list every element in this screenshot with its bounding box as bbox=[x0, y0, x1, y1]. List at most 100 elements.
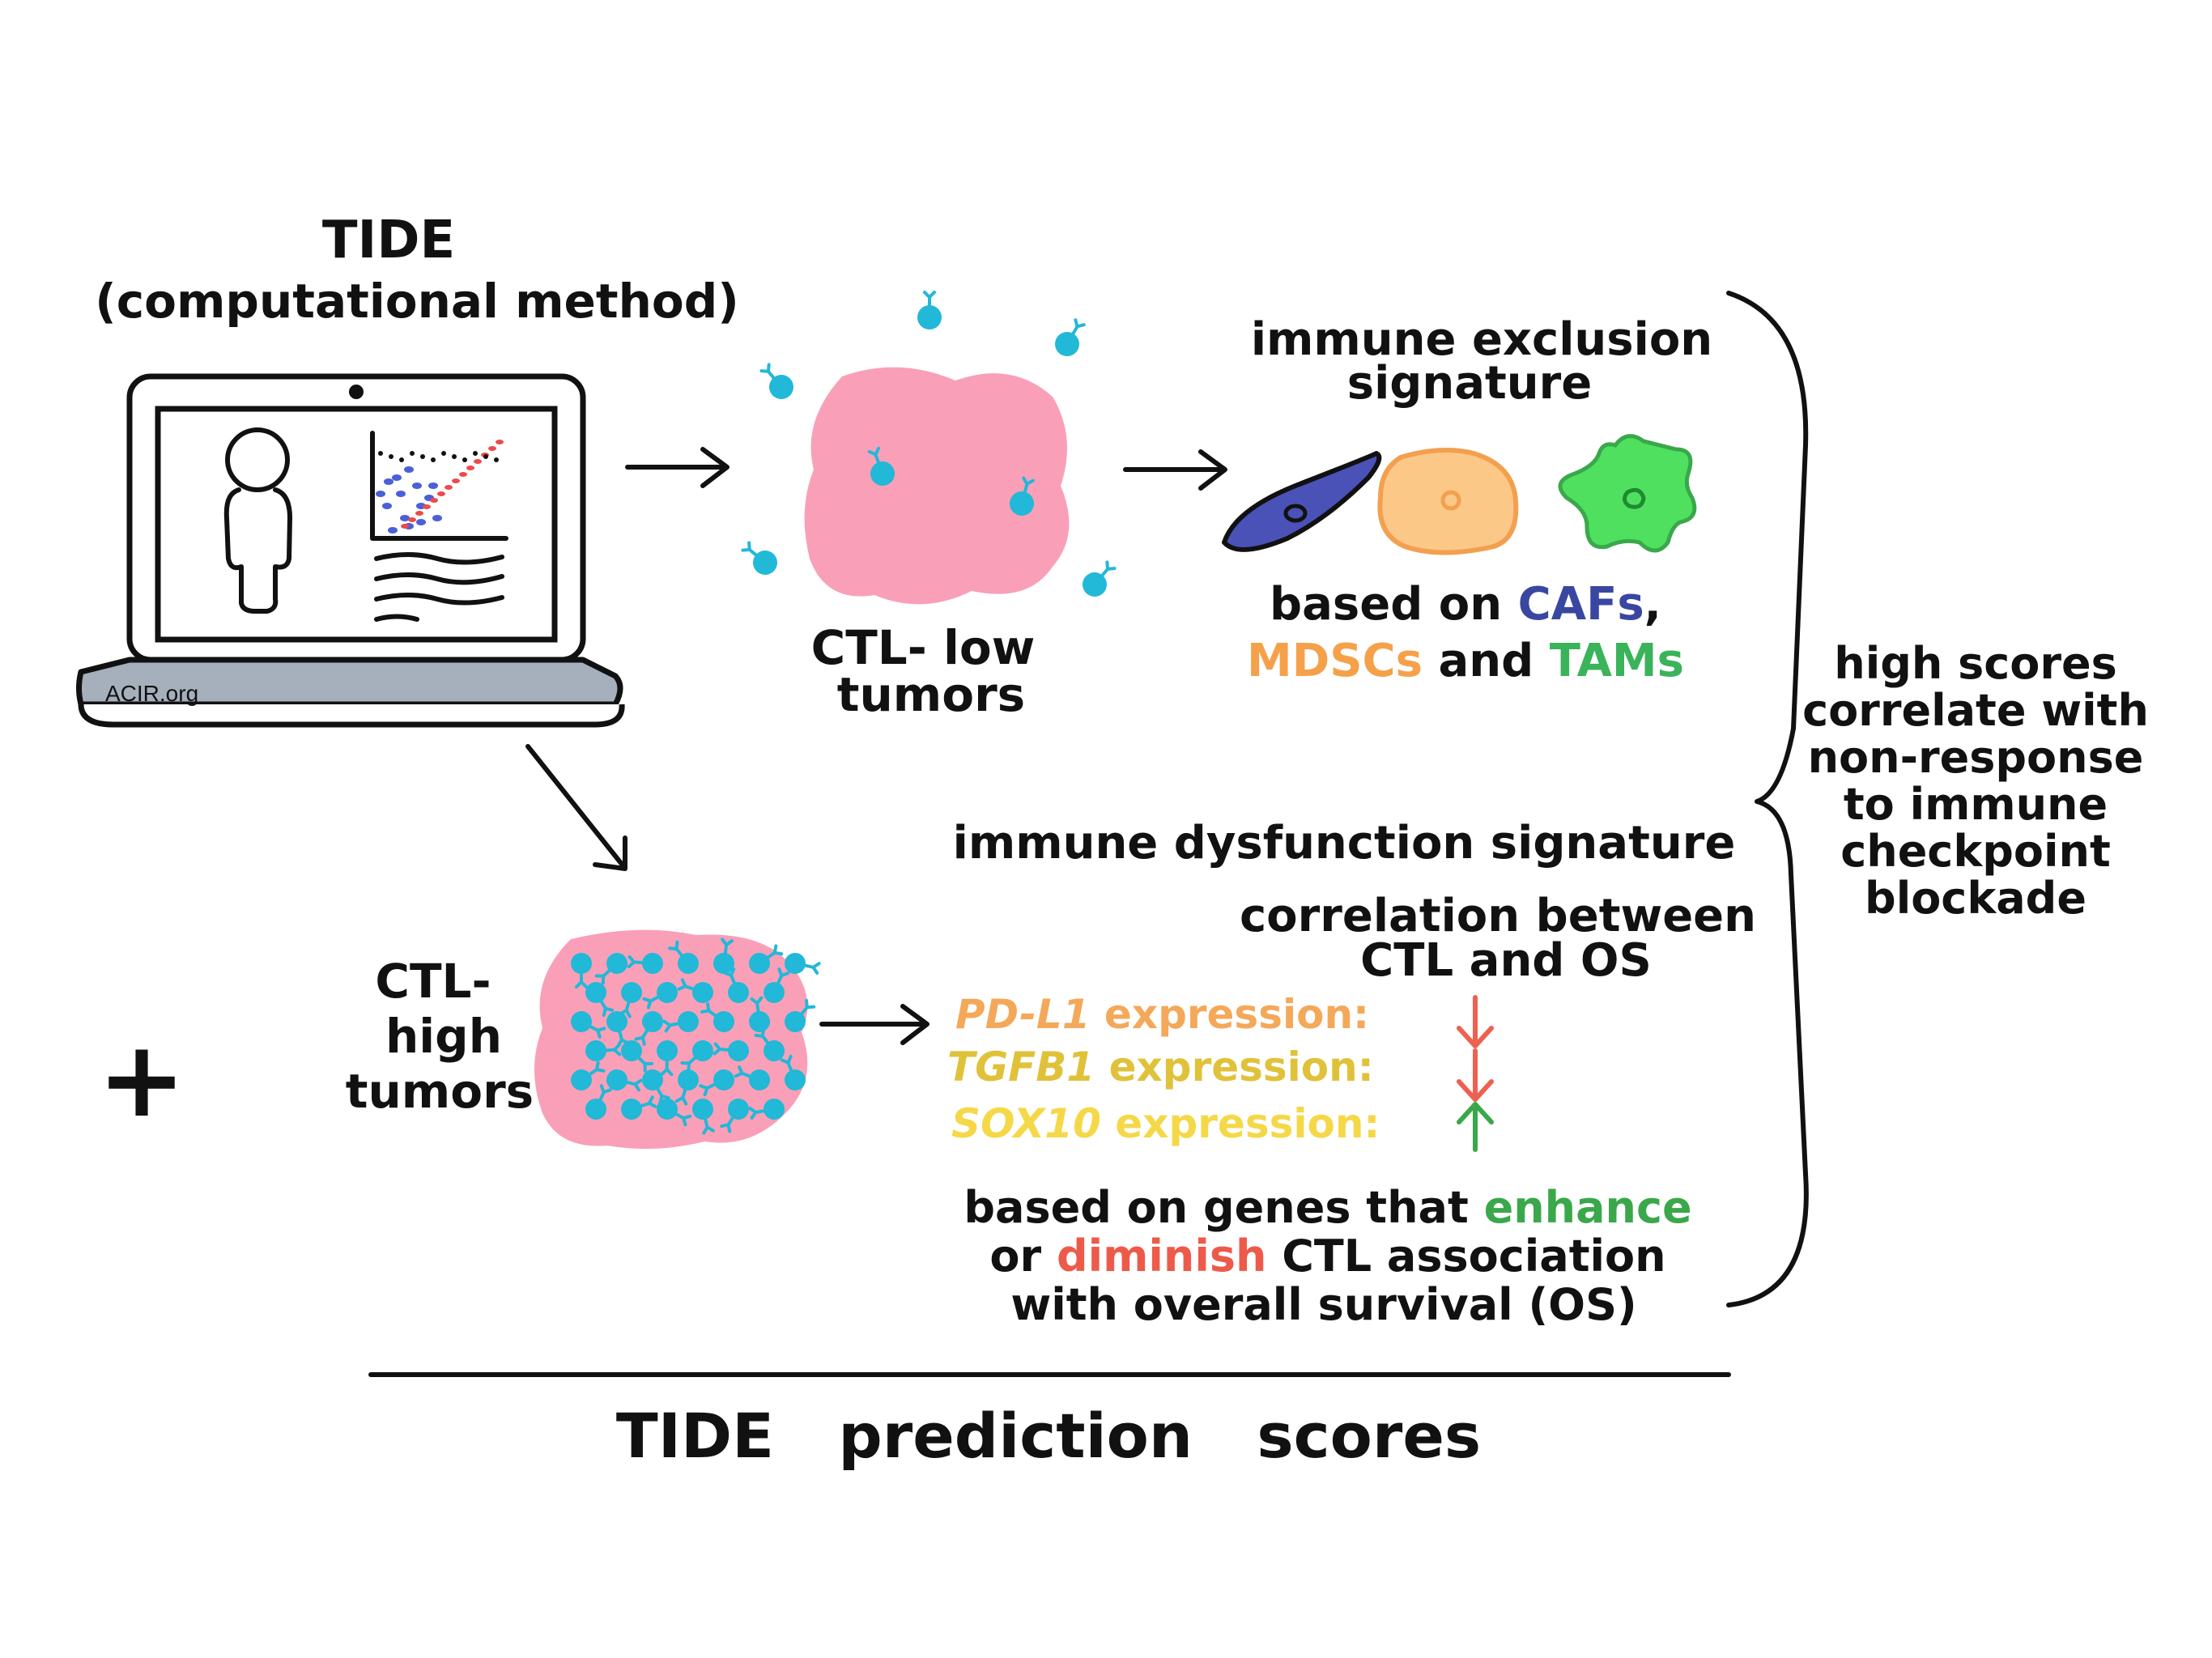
scatter-point bbox=[432, 515, 442, 521]
arrow-ctl-high-to-dysfunction bbox=[819, 1004, 929, 1045]
bracket bbox=[1726, 291, 1809, 1307]
scatter-point bbox=[431, 457, 436, 462]
tumor-mass bbox=[804, 367, 1070, 605]
scatter-point bbox=[399, 457, 404, 462]
t-cell-icon bbox=[634, 1011, 663, 1046]
t-cell-icon bbox=[867, 446, 895, 486]
side-note-line: checkpoint bbox=[1840, 826, 2111, 877]
t-cell-icon bbox=[720, 1099, 749, 1133]
scatter-point bbox=[388, 527, 398, 534]
t-cell-icon bbox=[741, 541, 777, 575]
scatter-point bbox=[437, 491, 445, 496]
exclusion-cells-line: MDSCs and TAMs bbox=[1247, 635, 1684, 687]
t-cell-icon bbox=[785, 953, 821, 975]
t-cell-icon bbox=[619, 982, 642, 1018]
arrow-ctl-low-to-exclusion bbox=[1123, 449, 1227, 491]
method-subtitle: (computational method) bbox=[95, 274, 738, 329]
cafs-comma: , bbox=[1644, 578, 1661, 631]
scatter-point bbox=[466, 466, 474, 470]
gene-suffix: expression: bbox=[1109, 1044, 1374, 1090]
t-cell-icon bbox=[700, 1002, 734, 1032]
bottom-label: TIDE prediction scores bbox=[616, 1400, 1481, 1472]
scatter-point bbox=[410, 451, 415, 456]
t-cell-icon bbox=[754, 1027, 785, 1061]
correlation-line2: CTL and OS bbox=[1360, 934, 1652, 987]
correlation-line1: correlation between bbox=[1240, 890, 1756, 942]
scatter-point bbox=[423, 504, 431, 509]
side-note-line: high scores bbox=[1834, 638, 2117, 689]
t-cell-icon bbox=[1010, 476, 1035, 516]
t-cell-icon bbox=[780, 1054, 806, 1090]
mdsc-cell-icon bbox=[1377, 448, 1519, 555]
scatter-point bbox=[412, 483, 422, 489]
arrow-laptop-to-ctl-high bbox=[525, 744, 627, 871]
watermark: ACIR.org bbox=[105, 681, 198, 706]
scatter-point bbox=[376, 491, 385, 497]
scatter-point bbox=[404, 466, 414, 473]
scatter-point bbox=[389, 454, 393, 459]
tams-label: TAMs bbox=[1550, 635, 1684, 687]
t-cell-icon bbox=[723, 967, 749, 1003]
t-cell-icon bbox=[1055, 318, 1086, 356]
t-cell-icon bbox=[571, 953, 592, 988]
gene-row-pd-l1: PD-L1 expression: bbox=[955, 991, 1369, 1038]
or-label: or bbox=[989, 1231, 1041, 1282]
person-icon bbox=[223, 427, 292, 614]
scatter-point bbox=[428, 483, 438, 489]
t-cell-icon bbox=[621, 1095, 657, 1120]
side-note-line: blockade bbox=[1865, 873, 2087, 924]
dysfunction-footer-line1: based on genes that enhance bbox=[963, 1182, 1691, 1233]
scatter-point bbox=[459, 472, 467, 477]
scatter-point bbox=[382, 503, 392, 509]
t-cell-icon bbox=[674, 1069, 699, 1106]
t-cell-icon bbox=[571, 1011, 606, 1039]
scatter-point bbox=[496, 440, 504, 444]
side-note-line: correlate with bbox=[1802, 685, 2149, 736]
based-on-label: based on bbox=[1270, 578, 1502, 631]
dysfunction-footer-line3: with overall survival (OS) bbox=[1010, 1279, 1636, 1330]
t-cell-icon bbox=[585, 1084, 612, 1120]
gene-row-sox10: SOX10 expression: bbox=[951, 1100, 1380, 1147]
arrow-down-icon bbox=[1457, 995, 1494, 1048]
scatter-point bbox=[488, 446, 496, 451]
t-cell-icon bbox=[627, 953, 663, 974]
t-cell-icon bbox=[585, 1040, 622, 1061]
scatter-point bbox=[452, 454, 457, 459]
diminish-label: diminish bbox=[1057, 1231, 1266, 1282]
side-note-line: non-response bbox=[1808, 732, 2144, 783]
t-cell-icon bbox=[917, 291, 942, 329]
t-cell-icon bbox=[662, 1011, 699, 1033]
mdscs-label: MDSCs bbox=[1247, 635, 1423, 687]
scatter-point bbox=[392, 474, 402, 481]
scatter-point bbox=[420, 454, 425, 459]
scatter-point bbox=[401, 524, 409, 529]
gene-name: PD-L1 bbox=[955, 991, 1090, 1038]
scatter-point bbox=[483, 454, 488, 459]
t-cell-icon bbox=[713, 937, 734, 974]
t-cell-icon bbox=[657, 1099, 692, 1127]
gene-name: SOX10 bbox=[951, 1100, 1101, 1147]
scatter-point bbox=[462, 457, 467, 462]
laptop-icon: ACIR.org bbox=[76, 373, 625, 728]
scatter-point bbox=[378, 451, 383, 456]
scatter-point bbox=[430, 498, 438, 503]
exclusion-based-line: based on CAFs, bbox=[1270, 578, 1661, 631]
method-title: TIDE bbox=[322, 210, 455, 270]
t-cell-icon bbox=[713, 1040, 749, 1061]
t-cell-icon bbox=[571, 1061, 606, 1090]
fibroblast-cell-icon bbox=[1222, 451, 1382, 552]
scatter-point bbox=[384, 478, 393, 485]
t-cell-icon bbox=[749, 944, 784, 974]
ctl-low-label-line1: CTL- low bbox=[811, 620, 1036, 675]
t-cell-icon bbox=[594, 953, 627, 985]
arrow-down-icon bbox=[1457, 1048, 1494, 1102]
and-label: and bbox=[1438, 635, 1534, 687]
macrophage-cell-icon bbox=[1558, 434, 1697, 553]
ctl-high-label-line3: tumors bbox=[346, 1064, 534, 1119]
ctl-low-tumor bbox=[741, 291, 1117, 605]
gene-suffix: expression: bbox=[1115, 1100, 1380, 1147]
t-cell-icon bbox=[642, 982, 678, 1010]
scatter-plot-icon bbox=[370, 431, 508, 622]
